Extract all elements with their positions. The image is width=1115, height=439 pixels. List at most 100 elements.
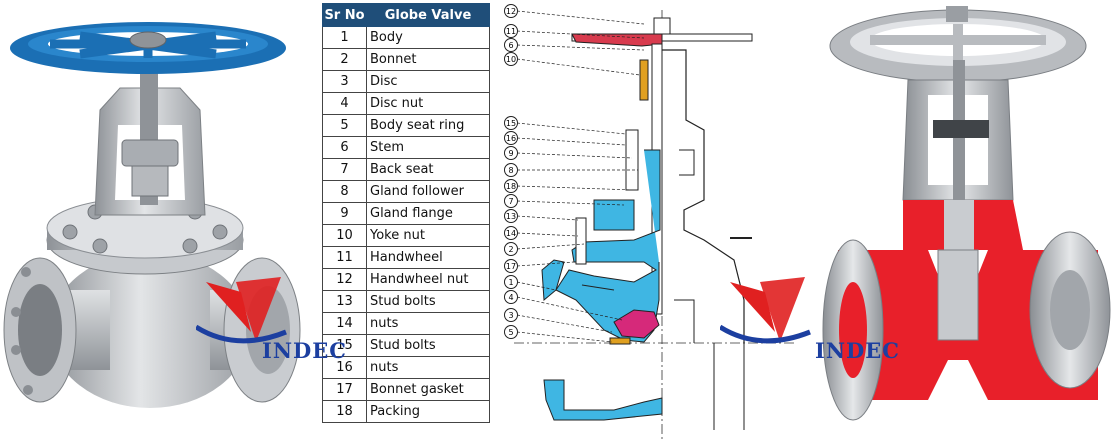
callout-circle [504,275,518,289]
row-number: 7 [322,158,367,181]
part-name: Gland flange [366,202,490,225]
part-name: nuts [366,312,490,335]
callout-circle [504,179,518,193]
row-number: 18 [322,400,367,423]
row-number: 11 [322,246,367,269]
callout-label: 5 [508,328,513,337]
row-number: 4 [322,92,367,115]
callout-circle [504,131,518,145]
callout-circle [504,24,518,38]
callout-leader [516,200,625,206]
callout-label: 7 [508,197,513,206]
globe-valve-cutaway-photo [822,6,1111,421]
part-name: Stud bolts [366,290,490,313]
callout-leader [516,232,579,237]
row-number: 1 [322,26,367,49]
part-name: Stem [366,136,490,159]
row-number: 9 [322,202,367,225]
part-name: Bonnet gasket [366,378,490,401]
row-number: 8 [322,180,367,203]
row-number: 5 [322,114,367,137]
row-number: 12 [322,268,367,291]
callout-circle [504,290,518,304]
callout-circle [504,194,518,208]
part-name: Back seat [366,158,490,181]
callout-circle [504,259,518,273]
callout-leader [516,122,627,135]
part-name-header: Globe Valve [366,3,490,27]
callout-leader [516,137,627,146]
callout-circle [504,163,518,177]
callout-label: 14 [506,229,516,238]
row-number: 2 [322,48,367,71]
callout-leader [516,314,613,333]
callout-leader [516,281,557,291]
callout-circle [504,146,518,160]
callout-label: 8 [508,166,513,175]
callout-label: 17 [506,262,516,271]
callout-label: 3 [508,311,513,320]
row-number: 3 [322,70,367,93]
callout-leader [516,331,613,343]
callout-leader [516,58,641,76]
table-header-row: Sr No Globe Valve [322,3,490,27]
watermark-text-right: INDEC [815,338,900,363]
callout-label: 1 [508,278,513,287]
part-name: Handwheel [366,246,490,269]
row-number: 14 [322,312,367,335]
part-name: Handwheel nut [366,268,490,291]
part-name: Disc nut [366,92,490,115]
callout-circle [504,209,518,223]
watermark-logo-right [720,277,811,344]
callout-circle [504,308,518,322]
part-name: Bonnet [366,48,490,71]
part-name: Yoke nut [366,224,490,247]
callout-circle [504,38,518,52]
callout-label: 10 [506,55,516,64]
callout-label: 18 [506,182,516,191]
watermark-text-left: INDEC [262,338,347,363]
callout-leader [516,215,579,221]
callout-leader [516,10,645,25]
callout-circle [504,116,518,130]
part-name: Disc [366,70,490,93]
callout-leader [516,30,645,39]
callout-circle [504,52,518,66]
row-number: 10 [322,224,367,247]
callout-label: 12 [506,7,516,16]
callout-circle [504,226,518,240]
row-number: 13 [322,290,367,313]
part-name: Body [366,26,490,49]
callout-leader [516,296,623,321]
callout-leader [516,152,633,159]
row-number: 17 [322,378,367,401]
part-name: Stud bolts [366,334,490,357]
callout-label: 15 [506,119,516,128]
callout-label: 4 [508,293,513,302]
part-name: nuts [366,356,490,379]
callout-leader [516,261,575,267]
row-number: 6 [322,136,367,159]
globe-valve-exterior-photo [3,22,301,408]
part-name: Packing [366,400,490,423]
row-number: 16 [322,356,367,379]
part-name: Body seat ring [366,114,490,137]
callout-label: 16 [506,134,516,143]
callout-leader [516,185,635,191]
callout-label: 9 [508,149,513,158]
